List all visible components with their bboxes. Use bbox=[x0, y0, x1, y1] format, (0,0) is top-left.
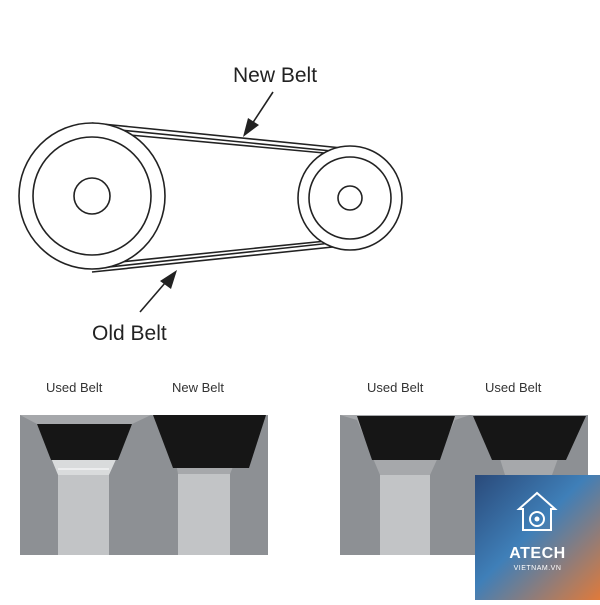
label-old-belt: Old Belt bbox=[92, 322, 167, 345]
label-comparison-2-left: Used Belt bbox=[367, 380, 424, 395]
label-comparison-1-left: Used Belt bbox=[46, 380, 103, 395]
label-comparison-1-right: New Belt bbox=[172, 380, 225, 395]
groove-comparison-left bbox=[20, 415, 268, 555]
pulley-drive bbox=[18, 122, 403, 273]
house-gear-icon bbox=[516, 491, 558, 531]
upper-belt-strand bbox=[91, 122, 353, 156]
logo-brand: ATECH bbox=[509, 545, 566, 562]
lower-belt-strand bbox=[91, 238, 353, 273]
large-pulley bbox=[18, 122, 166, 270]
new-belt-arrow bbox=[243, 91, 274, 137]
groove-new-belt bbox=[151, 415, 268, 555]
logo-sub: VIETNAM.VN bbox=[513, 565, 562, 572]
groove-used-belt-a bbox=[340, 415, 470, 555]
old-belt-arrow bbox=[139, 270, 177, 313]
label-new-belt: New Belt bbox=[233, 64, 318, 87]
groove-used-belt-left bbox=[20, 415, 151, 555]
small-pulley bbox=[297, 145, 403, 251]
atech-logo: ATECH VIETNAM.VN bbox=[475, 475, 600, 600]
label-comparison-2-right: Used Belt bbox=[485, 380, 542, 395]
